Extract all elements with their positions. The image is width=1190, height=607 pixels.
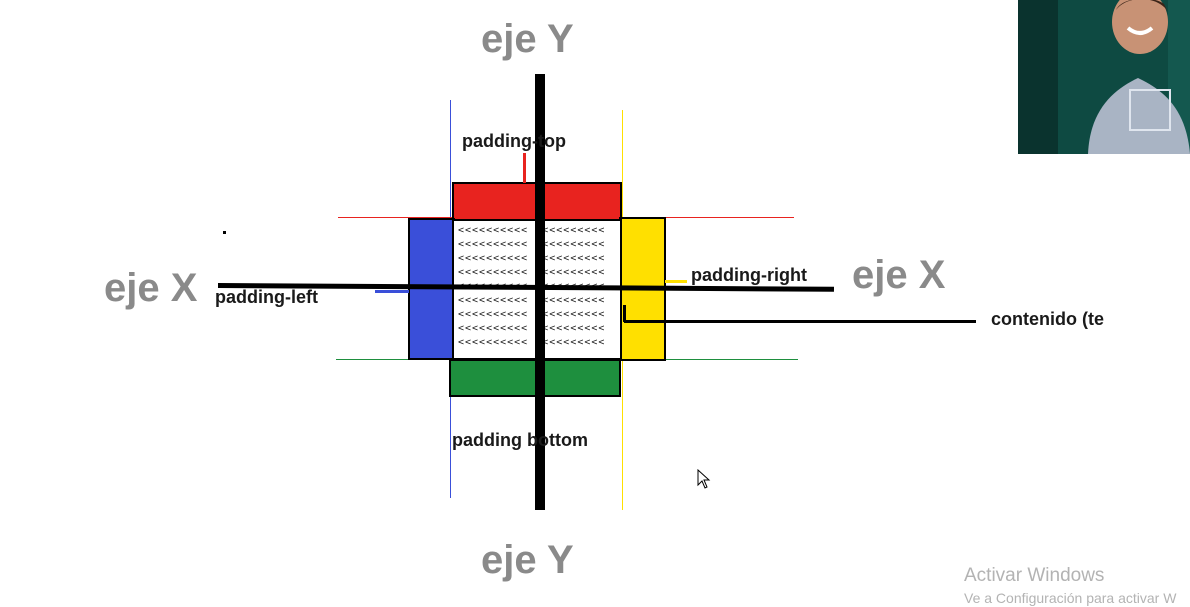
padding-right-label: padding-right	[691, 265, 807, 285]
content-label: contenido (te	[991, 309, 1104, 329]
stray-dot	[223, 231, 226, 234]
padding-bottom-label: padding bottom	[452, 430, 588, 450]
pointer-stroke-right	[665, 280, 687, 283]
webcam-overlay	[1018, 0, 1190, 154]
y-axis-line	[535, 74, 545, 510]
content-line: <<<<<<<<<< <<<<<<<<<<	[458, 253, 606, 264]
content-line: <<<<<<<<<< <<<<<<<<<<	[458, 309, 606, 320]
content-line: <<<<<<<<<< <<<<<<<<<<	[458, 239, 606, 250]
content-line: <<<<<<<<<< <<<<<<<<<<	[458, 323, 606, 334]
content-line: <<<<<<<<<< <<<<<<<<<<	[458, 337, 606, 348]
padding-left-label: padding-left	[215, 287, 318, 307]
content-line: <<<<<<<<<< <<<<<<<<<<	[458, 225, 606, 236]
activate-windows-subtitle: Ve a Configuración para activar W	[964, 590, 1177, 606]
pointer-stroke-left	[375, 290, 409, 293]
mouse-cursor-icon	[697, 469, 711, 489]
content-line: <<<<<<<<<< <<<<<<<<<<	[458, 267, 606, 278]
x-axis-label-left: eje X	[104, 266, 198, 310]
activate-windows-title: Activar Windows	[964, 565, 1105, 586]
x-axis-label-right: eje X	[852, 253, 946, 297]
content-line: <<<<<<<<<< <<<<<<<<<<	[458, 295, 606, 306]
padding-top-label: padding-top	[462, 131, 566, 151]
content-pointer-tick	[623, 305, 626, 322]
content-pointer-line	[624, 320, 976, 323]
pointer-stroke-top	[523, 153, 526, 183]
person-image	[1018, 0, 1190, 154]
y-axis-label-top: eje Y	[481, 17, 574, 61]
y-axis-label-bottom: eje Y	[481, 538, 574, 582]
